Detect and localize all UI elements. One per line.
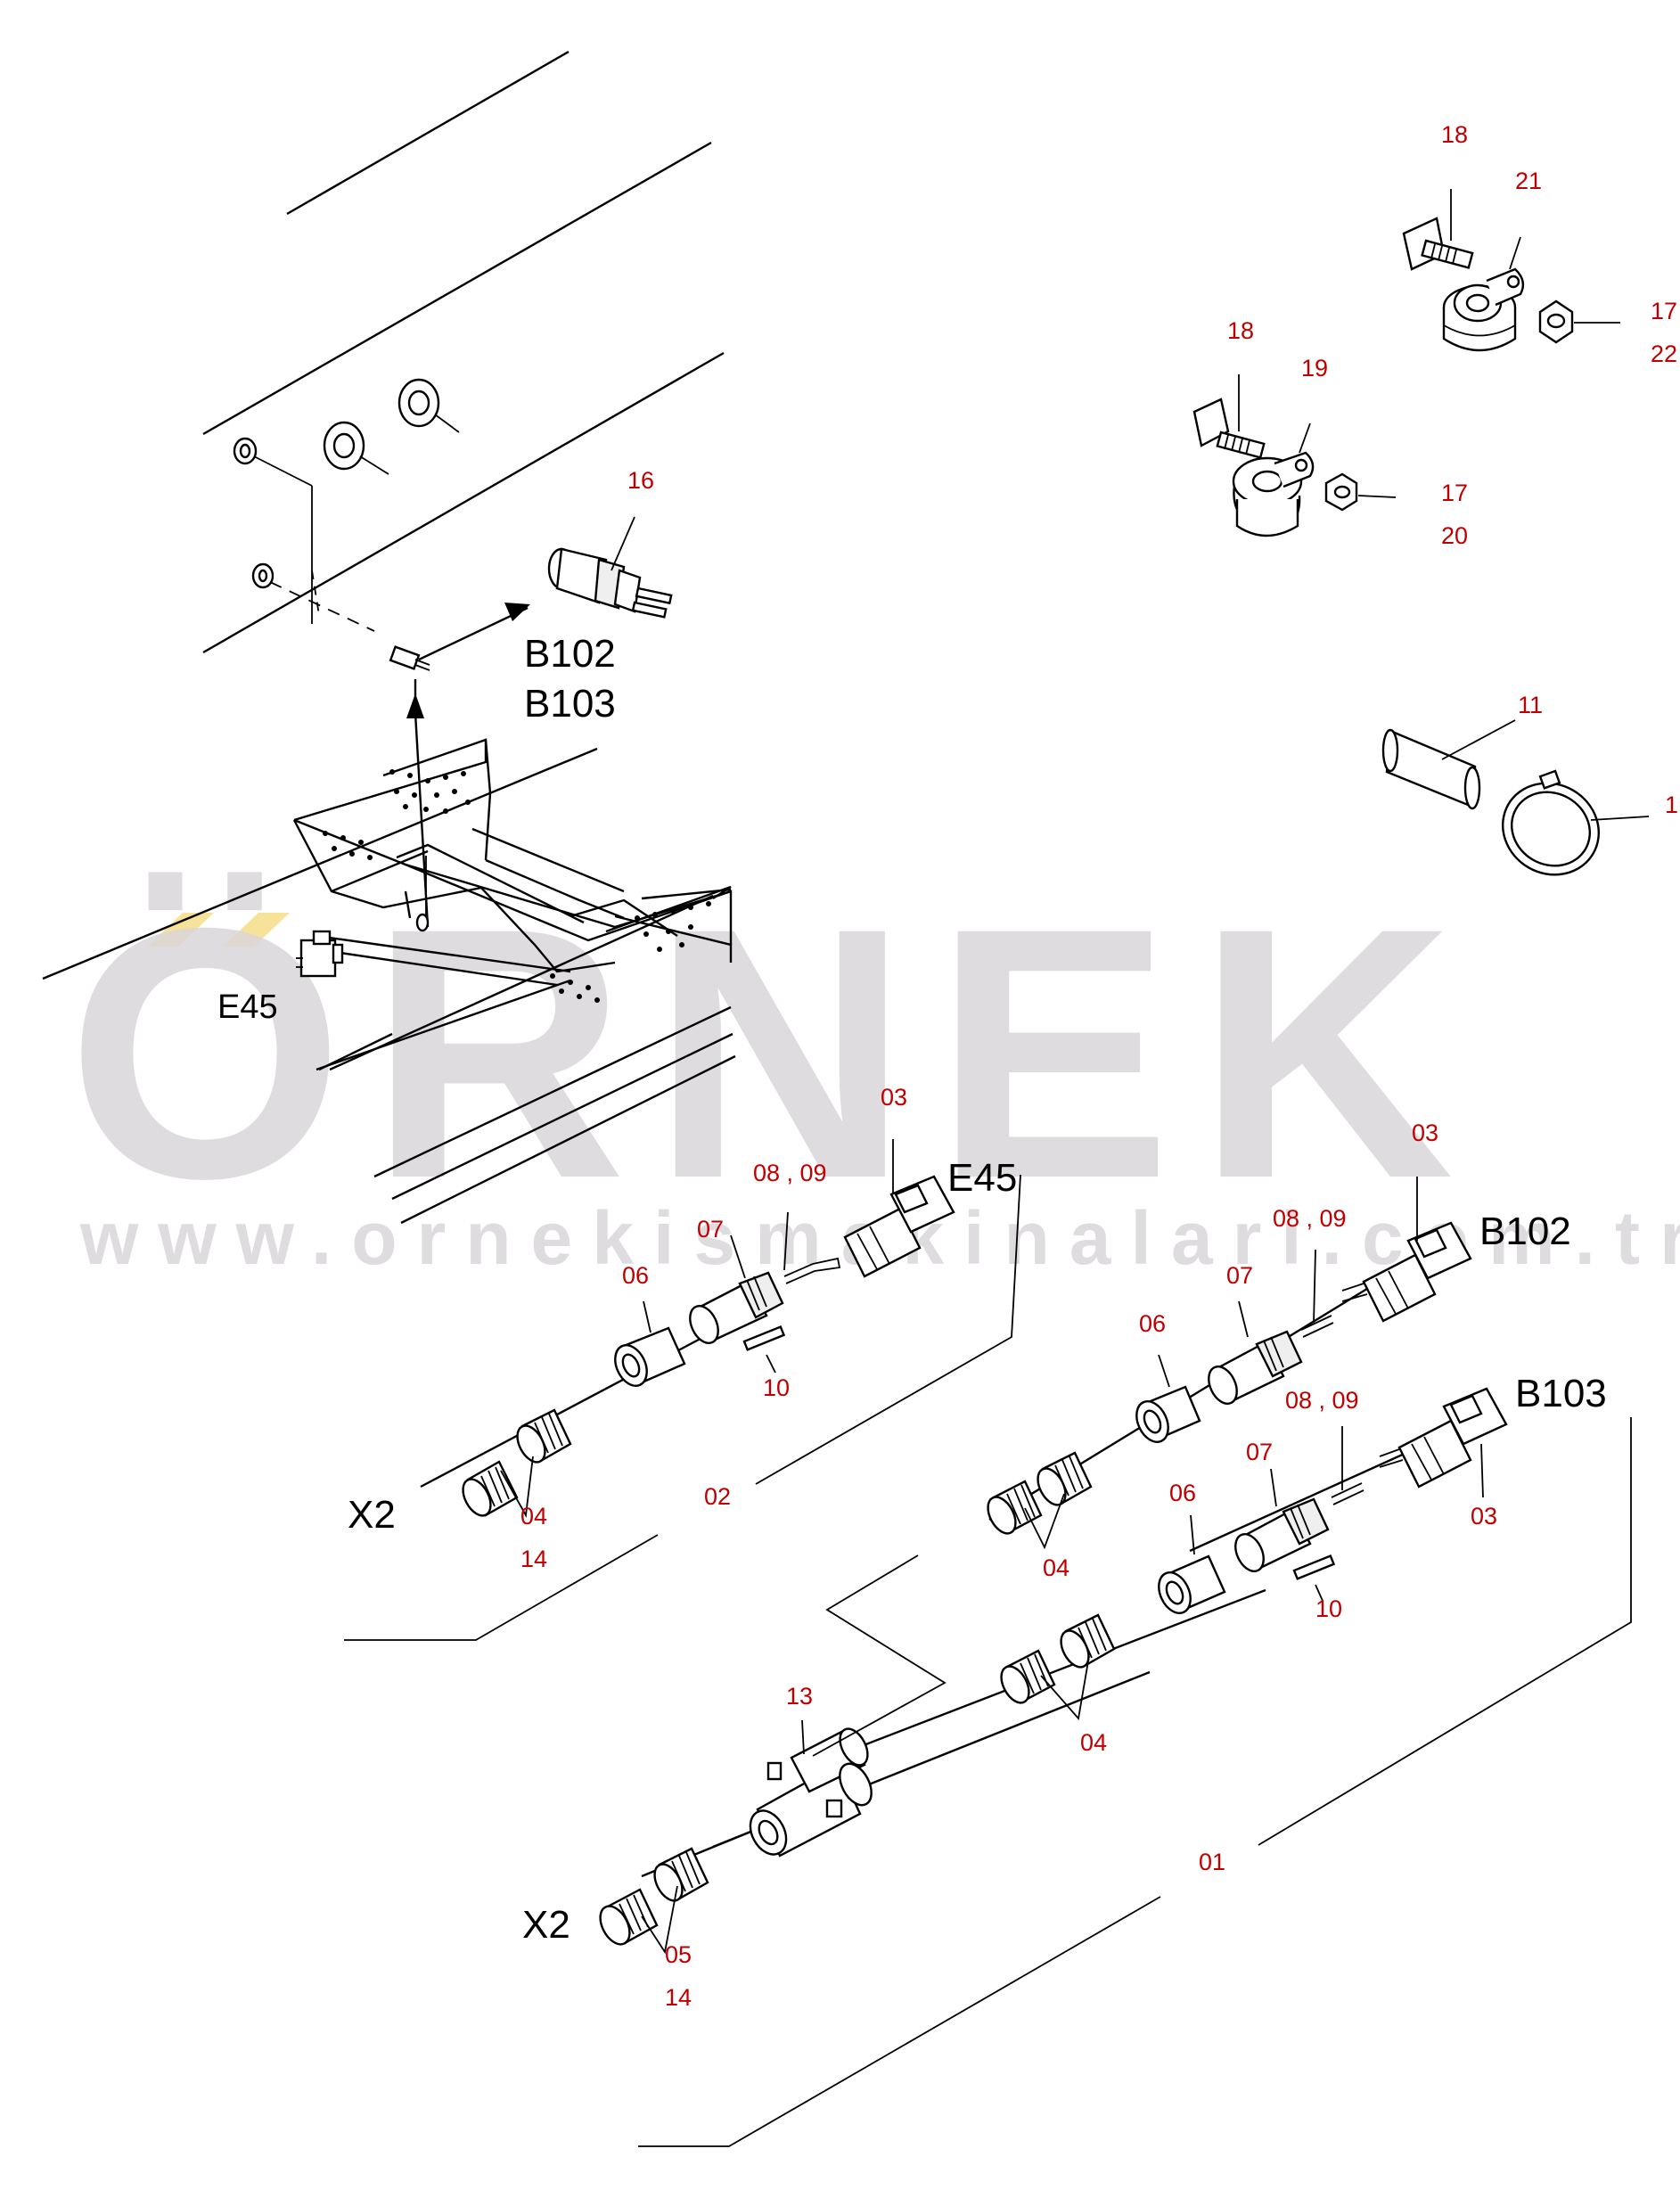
harness-02 [420,1139,1021,1518]
code-b103-connector: B103 [1515,1372,1607,1415]
callout-18: 18 [1441,121,1468,148]
connector-b102-icon [1341,1221,1472,1323]
bellows-icon [462,1408,572,1517]
callout-labels: 18 21 17 22 18 19 17 20 16 11 1 03 03 08… [520,121,1678,2011]
callout-04: 04 [1080,1729,1107,1756]
code-b102-connector: B102 [1479,1210,1571,1253]
grommet-07-icon [689,1271,784,1344]
callout-19: 19 [1301,355,1328,381]
beam-lines [42,50,736,1225]
callout-03: 03 [1412,1120,1438,1146]
bolt-icon [1216,431,1266,459]
callout-14: 14 [520,1546,547,1572]
callout-21: 21 [1515,168,1542,194]
adapter-06-icon [614,1326,686,1387]
connector-b103-icon [1379,1387,1508,1489]
callout-16: 16 [627,467,654,494]
callout-07: 07 [1246,1439,1273,1465]
callout-07: 07 [697,1216,724,1243]
code-e45-connector: E45 [947,1156,1017,1200]
callout-08-09: 08 , 09 [753,1160,827,1186]
callout-12: 1 [1665,791,1678,818]
callout-10: 10 [1315,1595,1342,1622]
callout-05: 05 [665,1941,692,1968]
code-e45-frame: E45 [217,988,278,1026]
callout-18: 18 [1227,317,1254,344]
bellows-icon [987,1451,1093,1535]
nut-icon [1324,472,1358,512]
conduit-11 [1381,719,1516,810]
bellows-icon [599,1847,709,1946]
sensor-body-icon [547,547,673,619]
component-codes: B102 B103 E45 E45 B102 B103 X2 X2 [217,632,1607,1947]
washer-group [233,378,460,632]
callout-17: 17 [1651,298,1677,324]
callout-02: 02 [704,1483,731,1510]
callout-10: 10 [763,1374,790,1401]
callout-06: 06 [622,1262,649,1289]
grommet-07-icon [1234,1497,1330,1572]
adapter-06-icon [1158,1554,1226,1614]
callout-13: 13 [786,1683,813,1710]
callout-08-09: 08 , 09 [1285,1387,1359,1414]
callout-20: 20 [1441,522,1468,549]
harness-01 [344,1177,1632,2147]
frame-assembly [292,738,733,1071]
callout-03: 03 [881,1084,907,1111]
callout-01: 01 [1199,1849,1225,1875]
cable-tie-12-icon [1502,769,1650,876]
watermark-accent-mark [147,913,214,947]
bolt-icon [1421,239,1474,269]
callout-08-09: 08 , 09 [1273,1205,1347,1232]
nut-icon [1538,299,1574,344]
callout-11: 11 [1518,692,1543,718]
code-x2-top: X2 [348,1493,396,1537]
callout-06: 06 [1139,1310,1166,1337]
callout-17: 17 [1441,480,1468,506]
callout-04: 04 [1043,1554,1069,1581]
watermark-brand: ÖRNEK [67,854,1479,1252]
grommet-07-icon [1208,1330,1303,1405]
code-b103-sensor: B103 [524,682,616,726]
clamp-assembly-upper [1402,189,1620,352]
code-x2-bottom: X2 [522,1903,570,1947]
callout-03: 03 [1471,1503,1497,1530]
bellows-icon [1000,1613,1116,1704]
plate-holes [323,769,711,1003]
t-junction-13-icon [749,1727,873,1858]
adapter-06-icon [1135,1385,1201,1443]
switch-e45-icon [296,930,344,978]
callout-06: 06 [1169,1480,1196,1506]
callout-07: 07 [1226,1262,1253,1289]
code-b102-sensor: B102 [524,632,616,676]
callout-04: 04 [520,1503,547,1530]
watermark-accent-mark [223,913,290,947]
clamp-assembly-lower [1192,374,1397,537]
pressure-sensor-16 [389,516,673,928]
watermark: ÖRNEK www.ornekismakinalari.com.tr [67,854,1680,1280]
connector-e45-icon [843,1175,955,1278]
callout-22: 22 [1651,340,1677,367]
callout-14: 14 [665,1984,692,2011]
